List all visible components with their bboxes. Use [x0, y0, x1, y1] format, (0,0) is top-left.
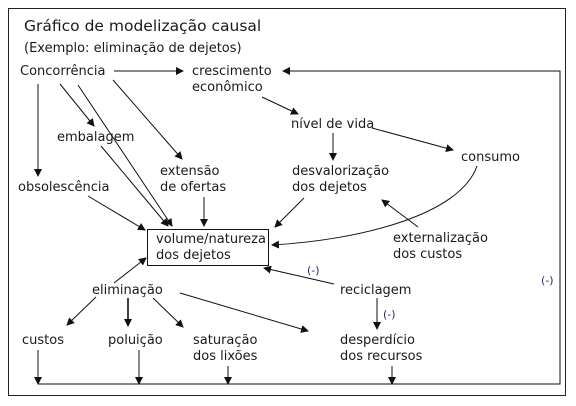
- arrow-externalizacao-desvalorizacao: [381, 199, 419, 228]
- node-volume-line1: volume/natureza: [156, 232, 266, 247]
- node-saturacao-line1: saturação: [193, 333, 258, 348]
- node-extensao-line1: extensão: [160, 164, 220, 179]
- node-volume-box: volume/natureza dos dejetos: [147, 229, 269, 266]
- arrow-nivel-consumo: [371, 127, 454, 153]
- arrow-concorrencia-embalagem: [59, 83, 95, 127]
- node-concorrencia: Concorrência: [20, 64, 106, 79]
- node-desvalorizacao-line1: desvalorização: [292, 164, 390, 179]
- node-volume-line2: dos dejetos: [156, 248, 231, 263]
- arrow-concorrencia-volume: [77, 84, 173, 227]
- sign-feedback-loop: (-): [541, 274, 554, 287]
- arrow-reciclagem-volume: [263, 265, 335, 285]
- node-desvalorizacao-line2: dos dejetos: [292, 180, 367, 195]
- arrow-eliminacao-custos: [66, 296, 97, 326]
- node-crescimento-line1: crescimento: [192, 64, 272, 79]
- arrow-consumo-volume: [271, 165, 478, 249]
- node-embalagem: embalagem: [57, 130, 135, 145]
- arrow-eliminacao-desperdicio: [179, 292, 309, 333]
- sign-reciclagem-volume: (-): [307, 264, 320, 277]
- diagram-subtitle: (Exemplo: eliminação de dejetos): [24, 41, 242, 56]
- node-desperdicio-line2: dos recursos: [340, 349, 423, 364]
- node-eliminacao: eliminação: [92, 283, 163, 298]
- arrow-eliminacao-saturacao: [152, 297, 184, 328]
- arrow-obsolescencia-volume: [87, 195, 146, 231]
- node-poluicao: poluição: [108, 333, 163, 348]
- node-externalizacao-line2: dos custos: [393, 247, 463, 262]
- feedback-loop-line: [38, 67, 561, 385]
- diagram-title: Gráfico de modelização causal: [24, 17, 262, 35]
- node-nivel-de-vida: nível de vida: [291, 117, 375, 132]
- node-saturacao-line2: dos lixões: [193, 349, 258, 364]
- node-crescimento-line2: econômico: [192, 80, 263, 95]
- arrow-eliminacao-volume: [113, 257, 147, 284]
- node-reciclagem: reciclagem: [340, 283, 412, 298]
- arrow-desvalorizacao-volume: [274, 197, 305, 228]
- sign-reciclagem-desperdicio: (-): [383, 308, 396, 321]
- diagram-frame: [8, 8, 566, 396]
- node-consumo: consumo: [461, 150, 520, 165]
- arrow-concorrencia-extensao: [112, 79, 183, 160]
- node-externalizacao-line1: externalização: [393, 231, 488, 246]
- node-custos: custos: [22, 333, 64, 348]
- node-desperdicio-line1: desperdício: [340, 333, 415, 348]
- node-extensao-line2: de ofertas: [160, 180, 227, 195]
- arrow-embalagem-volume: [100, 145, 169, 227]
- node-obsolescencia: obsolescência: [18, 180, 110, 195]
- arrow-crescimento-nivel: [261, 96, 299, 115]
